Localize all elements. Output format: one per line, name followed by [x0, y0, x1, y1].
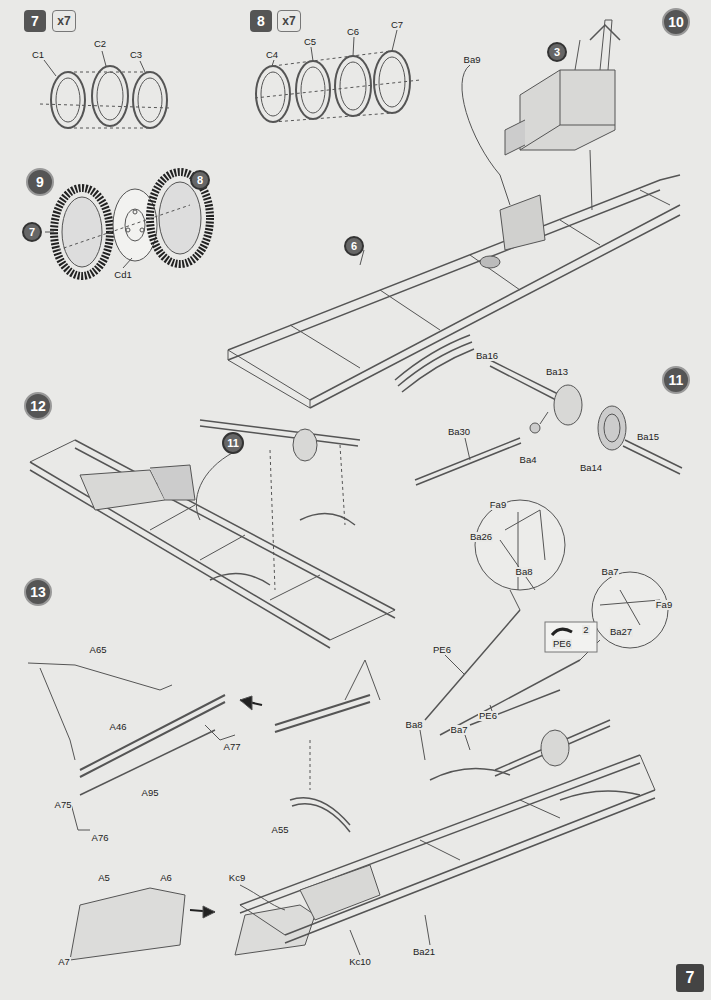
node-text: x7 [282, 15, 295, 27]
part-label: A6 [159, 873, 173, 883]
part-label: C1 [31, 50, 45, 60]
node-text: 10 [668, 15, 684, 29]
part-label: Ba9 [463, 55, 482, 65]
step-number: 13 [24, 578, 52, 606]
part-label: A75 [54, 800, 73, 810]
node-text: 11 [227, 438, 239, 449]
quantity-box: x7 [52, 10, 76, 32]
part-label: A65 [89, 645, 108, 655]
part-label: 2 [582, 625, 589, 635]
part-label: C4 [265, 50, 279, 60]
subassembly-ref: 8 [190, 170, 210, 190]
node-text: 8 [197, 175, 203, 186]
part-label: PE6 [432, 645, 452, 655]
subassembly-ref: 11 [222, 432, 244, 454]
step-number: 10 [662, 8, 690, 36]
part-label: C7 [390, 20, 404, 30]
part-label: Ba15 [636, 432, 660, 442]
part-label: A7 [57, 957, 71, 967]
part-label: C5 [303, 37, 317, 47]
node-text: 6 [351, 241, 357, 252]
step-number: 9 [26, 168, 54, 196]
part-label: C6 [346, 27, 360, 37]
part-label: Ba8 [515, 567, 534, 577]
part-label: Ba4 [519, 455, 538, 465]
subassembly-ref: 7 [22, 222, 42, 242]
part-label: Ba16 [475, 351, 499, 361]
part-label: Fa9 [655, 600, 673, 610]
part-label: PE6 [552, 639, 572, 649]
node-text: 7 [29, 227, 35, 238]
node-text: 11 [669, 373, 684, 387]
part-label: A95 [141, 788, 160, 798]
node-text: 7 [31, 14, 39, 28]
step-number: 11 [662, 366, 690, 394]
subassembly-ref: 3 [547, 42, 567, 62]
part-label: Kc9 [228, 873, 246, 883]
part-label: Kc10 [348, 957, 372, 967]
page-number: 7 [676, 964, 704, 992]
part-label: Ba30 [447, 427, 471, 437]
subassembly-ref: 6 [344, 236, 364, 256]
part-label: PE6 [478, 711, 498, 721]
part-label: Ba27 [609, 627, 633, 637]
node-text: 3 [554, 47, 560, 58]
part-label: C3 [129, 50, 143, 60]
part-label: A76 [91, 833, 110, 843]
part-label: Ba7 [450, 725, 469, 735]
step-number: 8 [250, 10, 272, 32]
part-label: Ba21 [412, 947, 436, 957]
part-label: Fa9 [489, 500, 507, 510]
part-label: Ba7 [601, 567, 620, 577]
step-number: 12 [24, 392, 52, 420]
quantity-box: x7 [277, 10, 301, 32]
part-label: C2 [93, 39, 107, 49]
node-text: x7 [57, 15, 70, 27]
part-label: Ba14 [579, 463, 603, 473]
node-text: 9 [36, 175, 44, 189]
node-text: 12 [30, 399, 46, 413]
part-label: Ba13 [545, 367, 569, 377]
step-number: 7 [24, 10, 46, 32]
node-text: 13 [30, 585, 46, 599]
part-label: Cd1 [113, 270, 132, 280]
part-label: Ba26 [469, 532, 493, 542]
part-label: A55 [271, 825, 290, 835]
part-label: A77 [223, 742, 242, 752]
part-label: A46 [109, 722, 128, 732]
node-text: 8 [257, 14, 265, 28]
part-label: Ba8 [405, 720, 424, 730]
node-text: 7 [686, 970, 695, 986]
part-label: A5 [97, 873, 111, 883]
